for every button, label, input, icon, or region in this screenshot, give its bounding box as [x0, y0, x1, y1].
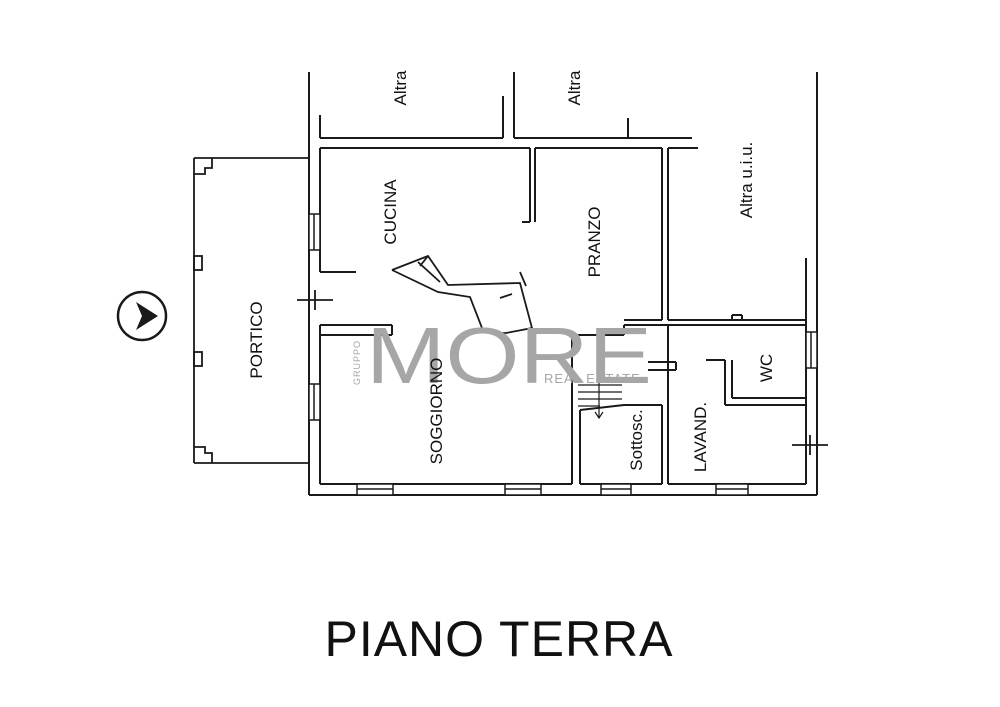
- staircase: [391, 254, 534, 334]
- watermark-brand: MORE: [366, 311, 652, 400]
- room-label-altra-1: Altra: [391, 70, 410, 106]
- watermark-suffix: REAL ESTATE: [544, 371, 641, 386]
- watermark-prefix: GRUPPO: [352, 340, 362, 385]
- room-label-sottoscala: Sottosc.: [627, 409, 646, 470]
- portico-structure: [193, 157, 828, 464]
- room-labels: Altra Altra Altra u.i.u. CUCINA PRANZO P…: [247, 70, 776, 472]
- room-label-pranzo: PRANZO: [585, 207, 604, 278]
- room-label-lavanderia: LAVAND.: [691, 402, 710, 472]
- room-label-portico: PORTICO: [247, 301, 266, 378]
- room-label-altra-uiu: Altra u.i.u.: [737, 142, 756, 219]
- walls: [308, 72, 818, 496]
- room-label-cucina: CUCINA: [381, 179, 400, 245]
- room-label-wc: WC: [757, 354, 776, 382]
- sottoscala-stair-treads: [578, 378, 622, 420]
- plan-title: PIANO TERRA: [324, 611, 673, 667]
- watermark-logo: GRUPPO MORE REAL ESTATE: [352, 311, 652, 400]
- entrance-arrow-icon: [116, 290, 168, 342]
- windows: [308, 213, 818, 496]
- room-label-altra-2: Altra: [565, 70, 584, 106]
- room-label-soggiorno: SOGGIORNO: [427, 358, 446, 465]
